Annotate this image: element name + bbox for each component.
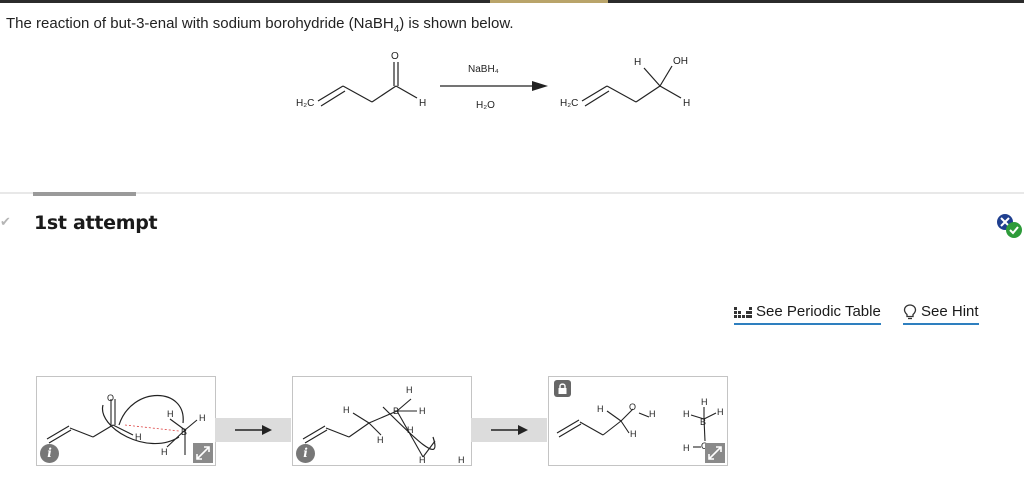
see-hint-link[interactable]: See Hint xyxy=(903,303,979,325)
mechanism-step-1-drawing: H H H H B O xyxy=(46,393,206,457)
prompt-text-before: The reaction of but-3-enal with sodium b… xyxy=(6,15,394,32)
panel1-atom-label: H xyxy=(161,447,168,457)
panel2-atom-label: H xyxy=(343,405,350,415)
mechanism-step-3-drawing: H O H H H H B H H O xyxy=(556,397,724,453)
panel3-atom-label: H xyxy=(717,407,724,417)
section-tab-indicator xyxy=(33,192,136,196)
reactant-ch2-label: H₂C xyxy=(296,98,314,109)
section-divider xyxy=(0,192,1024,194)
see-periodic-table-label: See Periodic Table xyxy=(756,303,881,320)
reactant-o-label: O xyxy=(391,51,399,62)
panel1-atom-label: B xyxy=(181,427,187,437)
question-prompt: The reaction of but-3-enal with sodium b… xyxy=(6,15,514,35)
panel2-atom-label: H xyxy=(419,455,426,465)
panel1-atom-label: H xyxy=(199,413,206,423)
reactant-h-label: H xyxy=(419,98,426,109)
attempt-title: 1st attempt xyxy=(34,212,158,234)
panel2-atom-label: H xyxy=(419,406,426,416)
panel3-atom-label: H xyxy=(683,443,690,453)
panel3-atom-label: H xyxy=(649,409,656,419)
product-oh-label: OH xyxy=(673,56,688,67)
expand-icon[interactable] xyxy=(193,443,213,463)
mechanism-step-3-panel[interactable]: H O H H H H B H H O xyxy=(548,376,728,466)
panel3-atom-label: H xyxy=(683,409,690,419)
reaction-arrow-head xyxy=(532,81,548,91)
prompt-text-after: ) is shown below. xyxy=(399,15,514,32)
top-rule-accent xyxy=(490,0,608,3)
panel1-atom-label: H xyxy=(167,409,174,419)
panel3-atom-label: H xyxy=(597,404,604,414)
lightbulb-icon xyxy=(903,303,917,319)
reagent-top-label: NaBH₄ xyxy=(468,64,499,75)
panel3-atom-label: H xyxy=(701,397,708,407)
panel2-atom-label: H xyxy=(407,425,414,435)
panel2-atom-label: B xyxy=(393,406,399,416)
reagent-bottom-label: H₂O xyxy=(476,100,495,111)
expand-icon[interactable] xyxy=(705,443,725,463)
flow-arrow-1 xyxy=(215,418,291,442)
flow-arrow-2 xyxy=(471,418,547,442)
panel3-atom-label: H xyxy=(630,429,637,439)
panel2-atom-label: H xyxy=(458,455,465,465)
product-h-bottom-label: H xyxy=(683,98,690,109)
status-icon[interactable] xyxy=(995,213,1024,241)
panel1-atom-label: H xyxy=(135,432,142,442)
mechanism-step-1-panel[interactable]: H H H H B O i xyxy=(36,376,216,466)
product-h-top-label: H xyxy=(634,57,641,68)
panel2-atom-label: H xyxy=(377,435,384,445)
panel1-atom-label: O xyxy=(107,393,114,403)
mechanism-step-2-drawing: H H H H B H H H xyxy=(302,385,465,465)
lock-icon xyxy=(554,380,571,397)
product-ch2-label: H₂C xyxy=(560,98,578,109)
see-periodic-table-link[interactable]: See Periodic Table xyxy=(734,303,881,325)
panel3-atom-label: O xyxy=(629,402,636,412)
panel3-atom-label: B xyxy=(700,417,706,427)
mechanism-step-2-panel[interactable]: H H H H B H H H i xyxy=(292,376,472,466)
arrow-right-icon xyxy=(235,425,272,435)
info-icon[interactable]: i xyxy=(40,444,59,463)
arrow-right-icon xyxy=(491,425,528,435)
info-icon[interactable]: i xyxy=(296,444,315,463)
panel2-atom-label: H xyxy=(406,385,413,395)
reaction-scheme: H₂C O H NaBH₄ H₂O H₂C H OH H xyxy=(296,51,690,111)
periodic-table-icon xyxy=(734,306,752,318)
see-hint-label: See Hint xyxy=(921,303,979,320)
panel3-atom-label: O xyxy=(701,441,708,451)
check-icon: ✔ xyxy=(0,214,11,229)
prompt-subscript: 4 xyxy=(393,24,400,35)
